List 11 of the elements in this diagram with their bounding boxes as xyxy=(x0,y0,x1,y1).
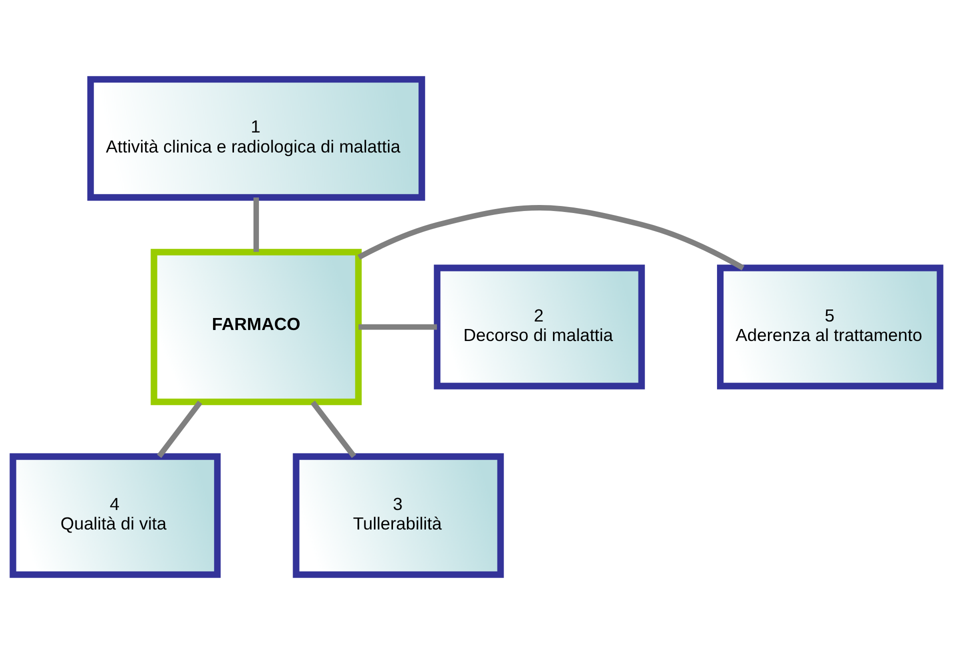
node-box: 5 Aderenza al trattamento xyxy=(717,264,944,390)
node-box: FARMACO xyxy=(150,248,362,406)
connector xyxy=(157,400,202,458)
node-box: 2 Decorso di malattia xyxy=(434,264,645,390)
node-box: 3 Tullerabilità xyxy=(292,453,504,578)
connector xyxy=(358,324,437,330)
connector xyxy=(310,400,356,458)
connector xyxy=(358,205,744,270)
node-box: 1 Attività clinica e radiologica di malattia xyxy=(87,76,426,201)
connector xyxy=(253,197,259,252)
node-box: 4 Qualità di vita xyxy=(10,453,221,578)
